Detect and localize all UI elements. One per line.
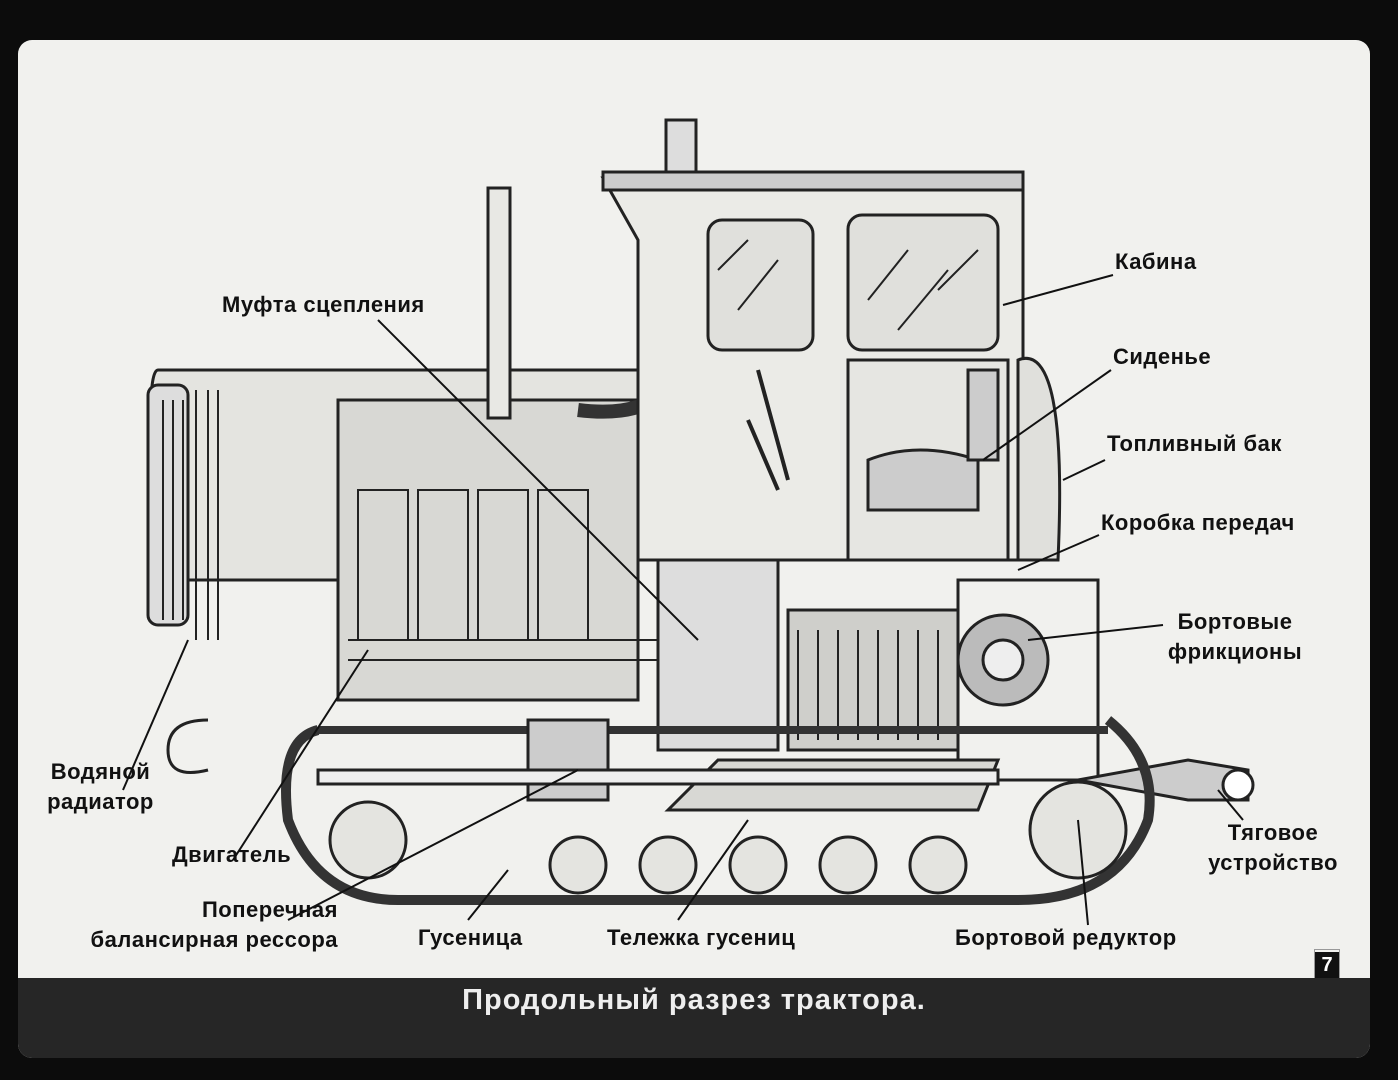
label-line: балансирная рессора xyxy=(90,927,338,952)
slide-caption: Продольный разрез трактора. xyxy=(462,984,926,1016)
slide-number-badge: 7 xyxy=(1314,949,1340,979)
label-cabin: Кабина xyxy=(1115,249,1197,274)
tractor-cutaway-drawing xyxy=(122,118,1255,926)
label-line: радиатор xyxy=(47,789,154,814)
label-line: фрикционы xyxy=(1167,639,1303,664)
label-track: Гусеница xyxy=(418,925,523,950)
label-track-frame: Тележка гусениц xyxy=(607,925,796,950)
label-side-clutches: Бортовые фрикционы xyxy=(1160,607,1310,667)
label-spring: Поперечная балансирная рессора xyxy=(48,895,338,955)
label-gearbox: Коробка передач xyxy=(1101,510,1295,535)
label-final-drive: Бортовой редуктор xyxy=(955,925,1177,950)
slide: Муфта сцепления Кабина Сиденье Топливный… xyxy=(18,40,1370,1058)
label-line: Бортовые xyxy=(1177,609,1293,634)
label-seat: Сиденье xyxy=(1113,344,1212,369)
label-line: Тяговое xyxy=(1227,820,1319,845)
label-clutch: Муфта сцепления xyxy=(222,292,425,317)
label-radiator: Водяной радиатор xyxy=(38,757,163,817)
label-engine: Двигатель xyxy=(172,842,292,867)
label-hitch: Тяговое устройство xyxy=(1198,818,1348,878)
label-line: Поперечная xyxy=(201,897,338,922)
label-line: устройство xyxy=(1208,850,1338,875)
label-line: Водяной xyxy=(50,759,151,784)
label-fuel-tank: Топливный бак xyxy=(1107,431,1282,456)
caption-band xyxy=(18,978,1370,1058)
